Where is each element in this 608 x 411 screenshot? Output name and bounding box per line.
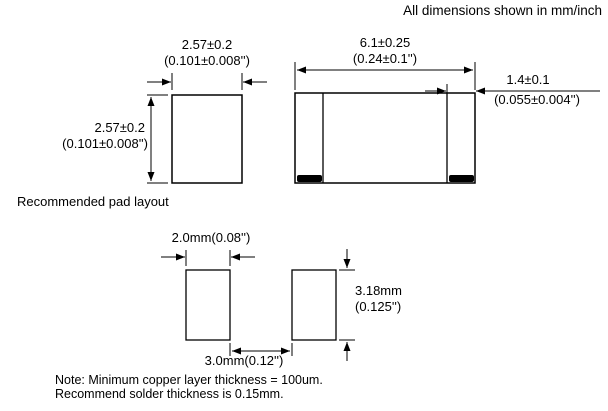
units-note: All dimensions shown in mm/inch	[403, 3, 602, 18]
notes: Note: Minimum copper layer thickness = 1…	[55, 373, 323, 401]
front-height-dimension: 2.57±0.2 (0.101±0.008'')	[62, 94, 168, 184]
cap-width-label-inch: (0.055±0.004'')	[494, 92, 580, 107]
left-pad	[185, 269, 231, 341]
front-view-body	[171, 94, 243, 184]
pad-gap-label: 3.0mm(0.12'')	[205, 353, 284, 368]
pad-height-label-inch: (0.125'')	[355, 299, 401, 314]
pad-layout: Recommended pad layout 2.0mm(0.08'') 3.1…	[17, 194, 402, 368]
side-view-body	[294, 92, 476, 184]
pad-layout-heading: Recommended pad layout	[17, 194, 169, 209]
front-height-label-mm: 2.57±0.2	[94, 120, 145, 135]
right-pad	[291, 269, 337, 341]
front-view: 2.57±0.2 (0.101±0.008'') 2.57±0.2 (0.101…	[62, 37, 267, 184]
pad-gap-dimension: 3.0mm(0.12'')	[205, 343, 293, 368]
cap-width-dimension: 1.4±0.1 (0.055±0.004'')	[425, 72, 600, 107]
pad-width-label: 2.0mm(0.08'')	[172, 230, 251, 245]
front-width-label-inch: (0.101±0.008'')	[164, 53, 250, 68]
front-height-label-inch: (0.101±0.008'')	[62, 136, 148, 151]
right-cap-shading	[449, 175, 474, 182]
side-length-dimension: 6.1±0.25 (0.24±0.1'')	[294, 35, 476, 90]
side-length-label-mm: 6.1±0.25	[360, 35, 411, 50]
front-width-label-mm: 2.57±0.2	[182, 37, 233, 52]
pad-height-label-mm: 3.18mm	[355, 283, 402, 298]
side-length-label-inch: (0.24±0.1'')	[353, 51, 417, 66]
pad-height-dimension: 3.18mm (0.125'')	[339, 249, 402, 361]
note-line-2: Recommend solder thickness is 0.15mm.	[55, 387, 284, 401]
left-cap-shading	[297, 175, 322, 182]
pad-width-dimension: 2.0mm(0.08'')	[161, 230, 255, 266]
front-width-dimension: 2.57±0.2 (0.101±0.008'')	[147, 37, 267, 90]
side-view: 6.1±0.25 (0.24±0.1'') 1.4±0.1 (0.055±0.0…	[294, 35, 600, 184]
cap-width-label-mm: 1.4±0.1	[506, 72, 549, 87]
note-line-1: Note: Minimum copper layer thickness = 1…	[55, 373, 323, 387]
